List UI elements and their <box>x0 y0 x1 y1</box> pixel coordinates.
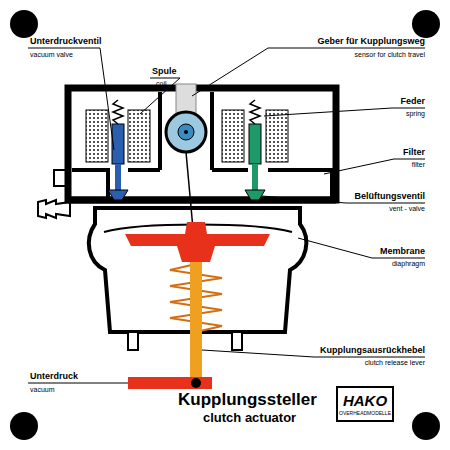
piston <box>125 222 270 262</box>
housing-wall <box>158 92 162 170</box>
part-name: Spule <box>152 67 177 76</box>
coil <box>266 110 288 162</box>
part-name: Feder <box>400 97 425 106</box>
leader-line <box>192 48 425 96</box>
leader-line <box>28 383 128 384</box>
logo-subtext: OVERHEADMODELLE <box>338 411 392 416</box>
part-name-english: clutch release lever <box>365 359 425 366</box>
corner-hole <box>412 412 440 440</box>
corner-hole <box>412 10 440 38</box>
part-name-english: coil <box>156 80 167 87</box>
stud <box>128 332 138 350</box>
leader-line <box>140 78 180 114</box>
push-rod <box>190 262 202 380</box>
part-name: Membrane <box>380 247 425 256</box>
logo-box: HAKO OVERHEADMODELLE <box>336 386 394 422</box>
leader-line <box>298 238 425 258</box>
corner-hole <box>10 10 38 38</box>
vacuum-valve <box>108 190 128 200</box>
housing-wall <box>72 170 332 200</box>
valve-spring <box>250 100 260 124</box>
logo-text: HAKO <box>338 393 392 408</box>
stud <box>232 332 242 350</box>
part-name-english: spring <box>406 110 425 117</box>
vent-valve <box>252 164 258 190</box>
corner-hole <box>10 412 38 440</box>
part-name: Geber für Kupplungsweg <box>317 37 425 46</box>
part-name: Kupplungsausrückhebel <box>320 346 425 355</box>
housing-wall <box>210 92 214 170</box>
title: Kupplungssteller <box>178 391 317 408</box>
travel-sensor <box>166 112 206 152</box>
valve-spring <box>113 100 123 124</box>
vent-valve <box>245 190 265 200</box>
coil <box>86 110 108 162</box>
vacuum-valve <box>115 164 121 190</box>
coil <box>222 110 244 162</box>
part-name: Unterdruckventil <box>30 37 102 46</box>
leader-line <box>28 48 114 150</box>
caption: clutch actuator <box>203 411 296 424</box>
part-name: Belüftungsventil <box>354 192 425 201</box>
part-name-english: filter <box>412 161 425 168</box>
release-lever <box>128 377 212 389</box>
vent-valve <box>249 124 261 164</box>
part-name-english: sensor for clutch travel <box>355 51 425 58</box>
leader-line <box>324 159 425 174</box>
part-name: Unterdruck <box>30 372 78 381</box>
travel-sensor <box>184 130 188 134</box>
coil <box>128 110 150 162</box>
travel-sensor <box>178 124 194 140</box>
lever-pivot <box>191 378 201 388</box>
vacuum-valve <box>112 124 124 164</box>
leader-line <box>264 108 425 116</box>
part-name-english: vacuum valve <box>30 51 73 58</box>
part-name-english: diaphragm <box>392 260 425 267</box>
part-name-english: vent - valve <box>389 205 425 212</box>
part-name: Filter <box>403 148 425 157</box>
part-name-english: vacuum <box>30 386 55 393</box>
